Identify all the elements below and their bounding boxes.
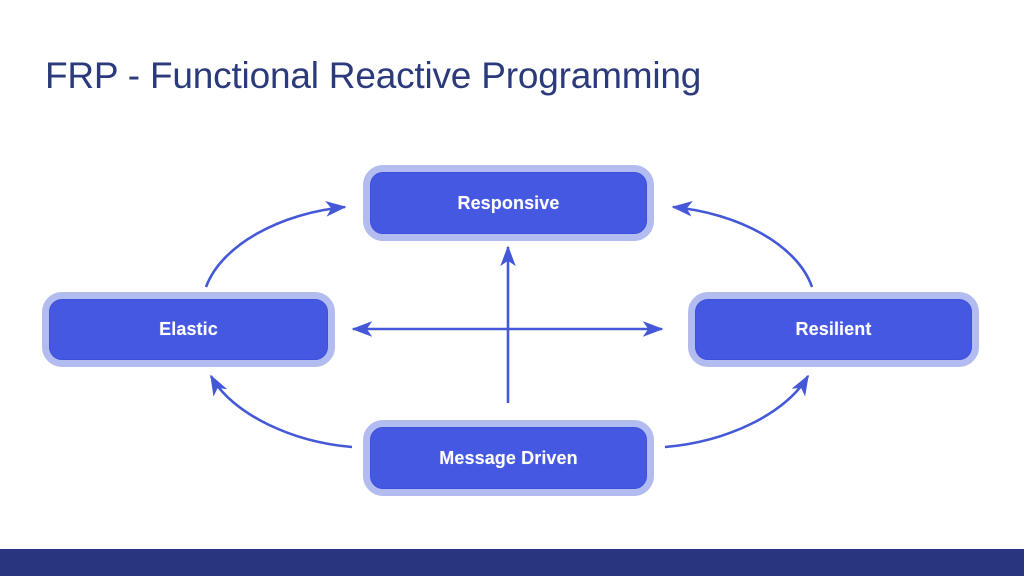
node-message-driven-label: Message Driven [439,447,578,468]
arrow-message-driven-to-elastic [209,374,353,449]
node-elastic[interactable]: Elastic [42,292,335,367]
node-message-driven[interactable]: Message Driven [363,420,654,496]
arrow-elastic-to-responsive [204,201,347,288]
node-elastic-label: Elastic [159,319,218,339]
arrow-resilient-to-responsive [671,201,814,288]
node-responsive[interactable]: Responsive [363,165,654,241]
node-responsive-label: Responsive [457,192,560,213]
node-resilient-label: Resilient [795,319,872,339]
bottom-accent-bar [0,549,1024,576]
page-title: FRP - Functional Reactive Programming [45,55,702,96]
arrow-message-driven-to-resilient [664,374,810,449]
node-resilient[interactable]: Resilient [688,292,979,367]
